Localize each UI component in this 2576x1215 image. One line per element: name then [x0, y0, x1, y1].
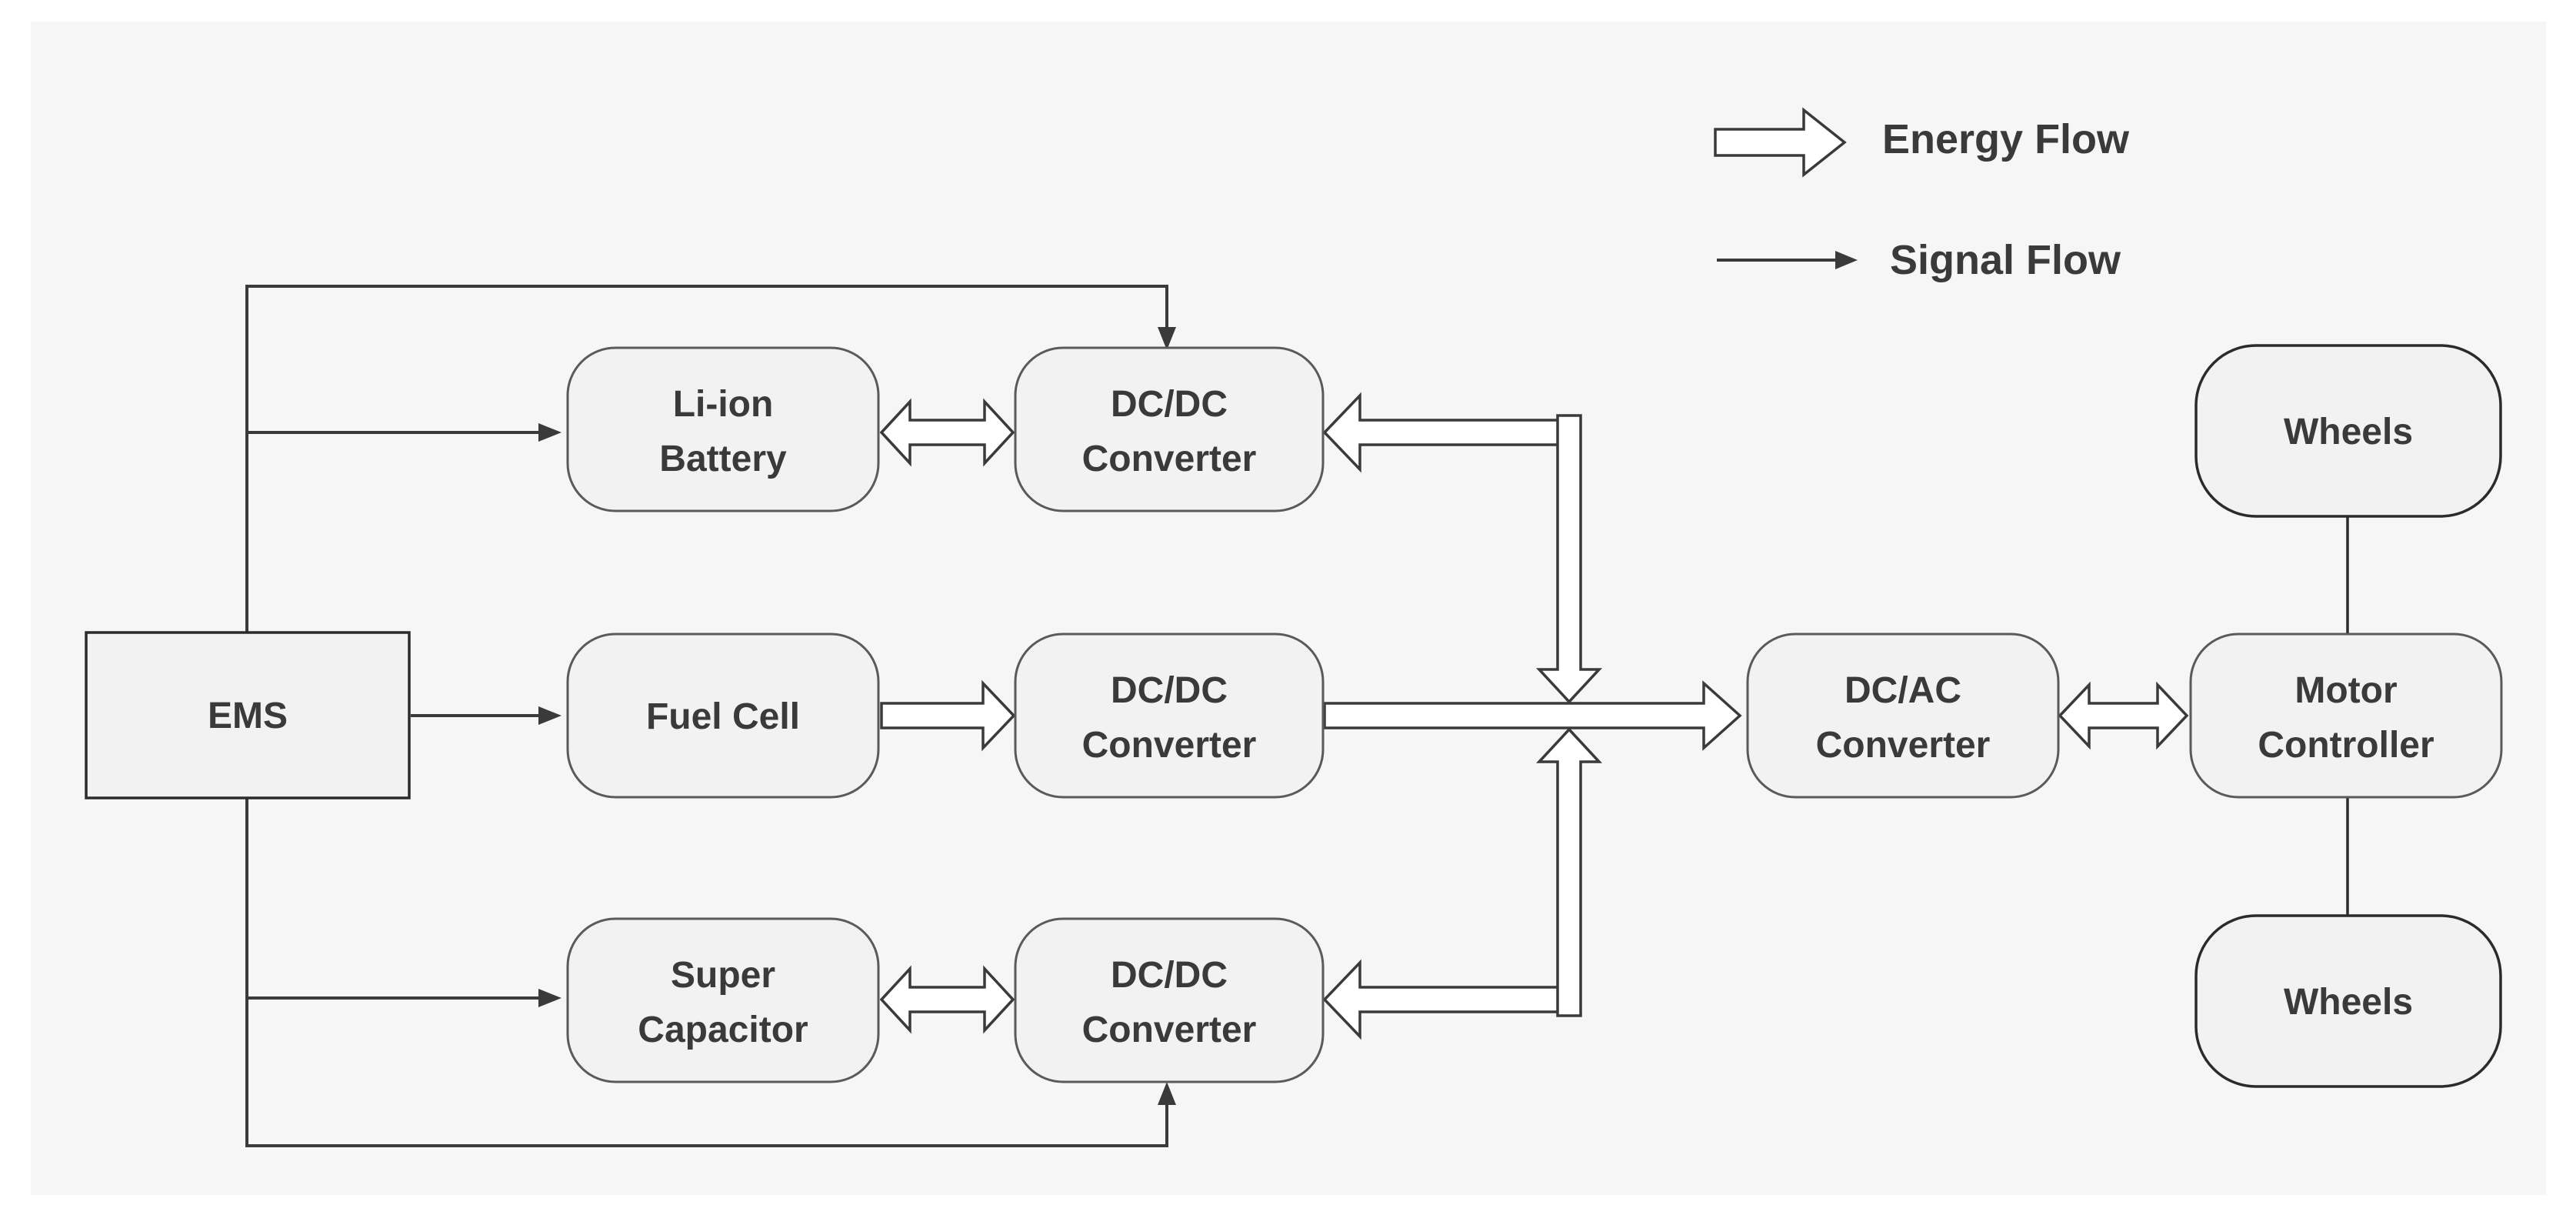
signal-arrowhead — [538, 706, 562, 725]
energy-arrow-bus-down — [1535, 414, 1603, 704]
dcac-label-line1: DC/AC — [1845, 670, 1961, 711]
dcdc-bottom-label-line1: DC/DC — [1111, 955, 1228, 996]
signal-arrowhead — [1158, 1082, 1176, 1105]
dcdc-mid-label-line2: Converter — [1082, 725, 1257, 766]
ems-label: EMS — [208, 696, 288, 736]
legend: Energy Flow Signal Flow — [1714, 107, 2130, 283]
battery-label-line1: Li-ion — [673, 384, 774, 425]
signal-arrowhead — [538, 989, 562, 1007]
legend-energy-label: Energy Flow — [1882, 116, 2130, 162]
battery-node[interactable]: Li-ion Battery — [566, 346, 880, 512]
wheels-top-label: Wheels — [2284, 412, 2413, 452]
dcac-label-line2: Converter — [1816, 725, 1991, 766]
supercapacitor-node[interactable]: Super Capacitor — [566, 917, 880, 1083]
legend-signal-arrowhead — [1835, 251, 1858, 269]
legend-energy-arrow — [1714, 107, 1847, 178]
dcdc-converter-mid-node[interactable]: DC/DC Converter — [1014, 633, 1325, 799]
energy-arrow-dcac-motor — [2058, 681, 2189, 750]
signal-line-ems-to-dcdc-top — [245, 285, 1168, 633]
supercap-label-line2: Capacitor — [638, 1010, 808, 1050]
signal-lines — [245, 285, 1176, 1147]
energy-arrow-bus-to-dcdc-top — [1322, 392, 1571, 473]
wheels-bottom-label: Wheels — [2284, 982, 2413, 1023]
fuel-cell-label: Fuel Cell — [646, 696, 800, 737]
dcdc-converter-bottom-node[interactable]: DC/DC Converter — [1014, 917, 1325, 1083]
ems-box[interactable]: EMS — [85, 631, 411, 799]
wheels-top-node[interactable]: Wheels — [2194, 344, 2502, 518]
dcdc-mid-label-line1: DC/DC — [1111, 670, 1228, 711]
signal-line-ems-to-dcdc-bottom — [245, 799, 1168, 1147]
motor-label-line2: Controller — [2258, 725, 2434, 766]
energy-arrow-supercap-dcdc-bottom — [879, 965, 1015, 1034]
signal-arrowhead — [538, 423, 562, 442]
dcdc-converter-top-node[interactable]: DC/DC Converter — [1014, 346, 1325, 512]
fuel-cell-node[interactable]: Fuel Cell — [566, 633, 880, 799]
energy-arrow-bus-to-dcdc-bottom — [1322, 959, 1571, 1040]
battery-label-line2: Battery — [659, 439, 787, 479]
supercap-label-line1: Super — [671, 955, 775, 996]
motor-label-line1: Motor — [2294, 670, 2397, 711]
dcdc-bottom-label-line2: Converter — [1082, 1010, 1257, 1050]
motor-controller-node[interactable]: Motor Controller — [2189, 633, 2503, 799]
dcdc-top-label-line2: Converter — [1082, 439, 1257, 479]
wheels-bottom-node[interactable]: Wheels — [2194, 914, 2502, 1088]
energy-arrows — [879, 392, 2189, 1040]
signal-arrowhead — [1158, 327, 1176, 350]
energy-arrow-dcdc-mid-to-dcac — [1323, 680, 1742, 751]
energy-arrow-bus-up — [1535, 727, 1603, 1017]
legend-signal-label: Signal Flow — [1890, 237, 2121, 283]
dcac-converter-node[interactable]: DC/AC Converter — [1746, 633, 2060, 799]
energy-arrow-battery-dcdc-top — [879, 398, 1015, 467]
energy-arrow-fuelcell-dcdc-mid — [880, 679, 1016, 752]
dcdc-top-label-line1: DC/DC — [1111, 384, 1228, 425]
